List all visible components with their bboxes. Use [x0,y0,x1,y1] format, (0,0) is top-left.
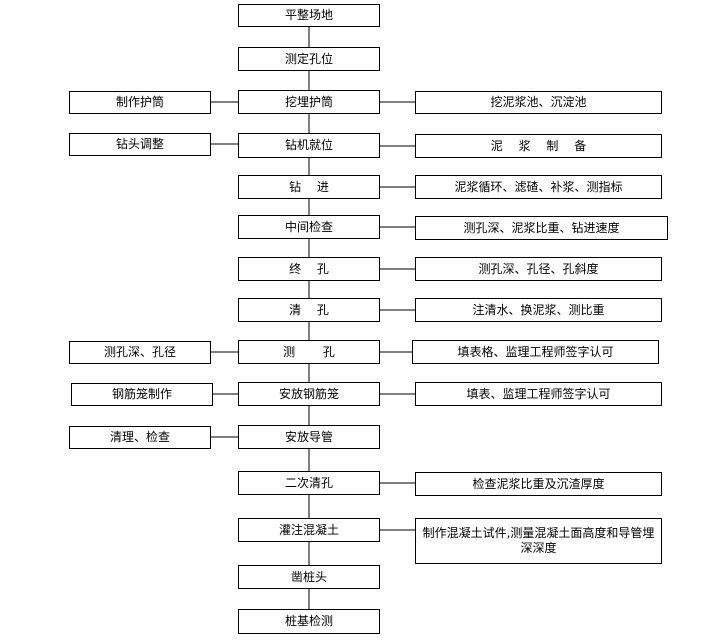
note-mud-circulation: 泥浆循环、滤碴、补浆、测指标 [415,175,662,199]
note-approval: 填表、监理工程师签字认可 [415,382,662,406]
note-mud-pits: 挖泥浆池、沉淀池 [415,91,662,114]
step-final-hole: 终 孔 [238,257,380,281]
step-cage-placement: 安放钢筋笼 [238,382,380,406]
step-pile-positioning: 测定孔位 [238,47,380,71]
note-concrete-samples: 制作混凝土试件,测量混凝土面高度和导管埋深深度 [415,518,662,564]
step-casing-burial: 挖埋护筒 [238,90,380,114]
step-site-leveling: 平整场地 [238,4,380,27]
step-pile-head-chiseling: 凿桩头 [238,565,380,589]
note-clean-inspect: 清理、检查 [69,426,211,449]
note-cage-fabrication: 钢筋笼制作 [71,383,213,406]
step-rig-setup: 钻机就位 [238,133,380,158]
note-make-casing: 制作护筒 [69,91,211,114]
step-hole-cleaning: 清 孔 [238,298,380,322]
step-hole-measuring: 测 孔 [238,340,380,364]
step-drilling: 钻 进 [238,175,380,199]
note-mud-preparation: 泥 浆 制 备 [415,134,662,158]
note-drilling-measurements: 测孔深、泥浆比重、钻进速度 [415,216,668,240]
note-bit-adjust: 钻头调整 [69,133,211,156]
step-concrete-pouring: 灌注混凝土 [238,518,380,542]
note-measure-depth-diameter: 测孔深、孔径 [69,341,211,364]
step-tremie-placement: 安放导管 [238,425,380,449]
step-pile-testing: 桩基检测 [238,609,380,634]
note-form-approval: 填表格、监理工程师签字认可 [412,340,659,364]
step-secondary-cleaning: 二次清孔 [238,471,380,495]
step-intermediate-check: 中间检查 [238,215,380,239]
note-hole-measurements: 测孔深、孔径、孔斜度 [415,257,662,281]
note-water-exchange: 注清水、换泥浆、测比重 [415,298,662,322]
note-sediment-check: 检查泥浆比重及沉渣厚度 [415,472,662,496]
